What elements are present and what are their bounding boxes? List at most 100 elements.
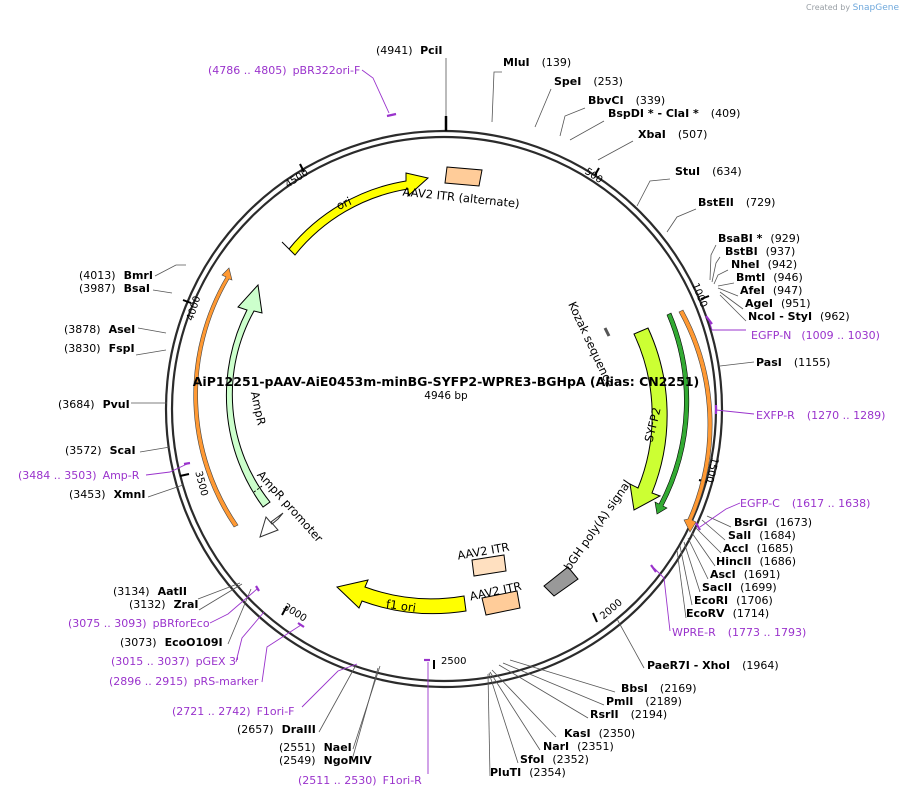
- enzyme-label-xmni[interactable]: (3453)XmnI: [69, 488, 145, 501]
- enzyme-label-nhei[interactable]: NheI(942): [731, 258, 797, 271]
- enzyme-label-pmli[interactable]: PmlI(2189): [606, 695, 682, 708]
- ampr-feature[interactable]: [225, 283, 271, 508]
- primer-label-pbr322ori-f[interactable]: (4786 .. 4805)pBR322ori-F: [208, 64, 360, 77]
- f1-ori-feature[interactable]: [335, 579, 467, 615]
- ampr-promoter-feature[interactable]: [259, 512, 284, 538]
- enzyme-label-fspi[interactable]: (3830)FspI: [64, 342, 135, 355]
- primer-mark-egfp-c: [695, 522, 701, 531]
- tick-mark-2500: 2500: [433, 656, 466, 669]
- syfp2-feature[interactable]: [629, 327, 668, 511]
- enzyme-label-stui[interactable]: StuI(634): [675, 165, 742, 178]
- enzyme-label-ecoo109i[interactable]: (3073)EcoO109I: [120, 636, 223, 649]
- primer-marks: [183, 112, 718, 662]
- primer-mark-pbr322ori-f: [386, 112, 397, 118]
- enzyme-label-hincii[interactable]: HincII(1686): [716, 555, 796, 568]
- primer-mark-amp-r: [183, 461, 191, 466]
- enzyme-label-asei[interactable]: (3878)AseI: [64, 323, 135, 336]
- primer-label-pbrforeco[interactable]: (3075 .. 3093)pBRforEco: [68, 617, 210, 630]
- egfp-primer-arrow: [654, 312, 690, 515]
- enzyme-label-ncoi-styi[interactable]: NcoI - StyI(962): [748, 310, 850, 323]
- f1-ori-label: f1 ori: [385, 597, 417, 615]
- credit-prefix: Created by: [806, 3, 851, 12]
- enzyme-labels: (4941) PciI MluI(139) SpeI(253) BbvCI(33…: [58, 44, 850, 779]
- enzyme-label-kasi[interactable]: KasI(2350): [564, 727, 635, 740]
- primer-label-f1ori-r[interactable]: (2511 .. 2530)F1ori-R: [298, 774, 422, 787]
- aav2-itr-alternate-feature[interactable]: [444, 166, 483, 187]
- tick-mark-3000: 3000: [281, 602, 308, 625]
- enzyme-label-naei[interactable]: (2551)NaeI: [279, 741, 352, 754]
- aav2-itr-feature-2[interactable]: [481, 590, 521, 616]
- enzyme-label-spei[interactable]: SpeI(253): [554, 75, 623, 88]
- tick-label-2000: 2000: [598, 597, 625, 622]
- enzyme-label-bsrgi[interactable]: BsrGI(1673): [734, 516, 812, 529]
- snapgene-credit: Created by SnapGene: [806, 3, 899, 13]
- plasmid-length: 4946 bp: [424, 390, 468, 402]
- enzyme-label-ecorv[interactable]: EcoRV(1714): [686, 607, 769, 620]
- enzyme-label-pluti[interactable]: PluTI(2354): [490, 766, 566, 779]
- enzyme-label-bbsi[interactable]: BbsI(2169): [621, 682, 696, 695]
- enzyme-label-bmti[interactable]: BmtI(946): [736, 271, 803, 284]
- enzyme-label-zrai[interactable]: (3132)ZraI: [129, 598, 199, 611]
- ori-label: ori: [334, 194, 353, 213]
- enzyme-label-bsabi[interactable]: BsaBI *(929): [718, 232, 800, 245]
- enzyme-leaders: [131, 58, 755, 777]
- enzyme-label-sacii[interactable]: SacII(1699): [702, 581, 777, 594]
- bgh-polya-label: bGH poly(A) signal: [561, 477, 634, 573]
- primer-label-pgex[interactable]: (3015 .. 3037)pGEX 3': [111, 655, 239, 668]
- aav2-itr-feature-1[interactable]: [471, 554, 507, 577]
- enzyme-label-ecori[interactable]: EcoRI(1706): [694, 594, 773, 607]
- primer-label-f1ori-f[interactable]: (2721 .. 2742)F1ori-F: [172, 705, 295, 718]
- enzyme-label-mlui[interactable]: MluI(139): [503, 56, 571, 69]
- primer-label-exfp-r[interactable]: EXFP-R(1270 .. 1289): [756, 409, 885, 422]
- primer-labels: (4786 .. 4805)pBR322ori-F EGFP-N(1009 ..…: [18, 64, 885, 787]
- snapgene-logo: SnapGene: [852, 3, 899, 13]
- primer-mark-pbrforeco: [255, 585, 260, 592]
- primer-label-prs-marker[interactable]: (2896 .. 2915)pRS-marker: [109, 675, 259, 688]
- backbone-outer-circle: [164, 129, 724, 689]
- enzyme-label-pvui[interactable]: (3684)PvuI: [58, 398, 130, 411]
- primer-label-egfp-n[interactable]: EGFP-N(1009 .. 1030): [751, 329, 880, 342]
- primer-label-wpre-r[interactable]: WPRE-R(1773 .. 1793): [672, 626, 806, 639]
- enzyme-label-afei[interactable]: AfeI(947): [740, 284, 802, 297]
- bgh-polya-feature[interactable]: [543, 566, 579, 597]
- enzyme-label-bbvci[interactable]: BbvCI(339): [588, 94, 665, 107]
- tick-label-3000: 3000: [281, 602, 308, 625]
- ampr-label: AmpR: [248, 390, 269, 427]
- primer-mark-wpre-r: [650, 564, 657, 573]
- ori-feature[interactable]: [281, 172, 430, 256]
- plasmid-title: AiP12251-pAAV-AiE0453m-minBG-SYFP2-WPRE3…: [193, 374, 700, 389]
- primer-label-amp-r[interactable]: (3484 .. 3503)Amp-R: [18, 469, 140, 482]
- enzyme-label-ngomiv[interactable]: (2549)NgoMIV: [279, 754, 372, 767]
- enzyme-label-bsteii[interactable]: BstEII(729): [698, 196, 775, 209]
- enzyme-label-bsai[interactable]: (3987)BsaI: [79, 282, 150, 295]
- enzyme-label-rsrii[interactable]: RsrII(2194): [590, 708, 667, 721]
- enzyme-label-aatii[interactable]: (3134)AatII: [113, 585, 187, 598]
- enzyme-label-bspdi-clai[interactable]: BspDI * - ClaI *(409): [608, 107, 740, 120]
- enzyme-label-paer7i-xhoi[interactable]: PaeR7I - XhoI(1964): [647, 659, 779, 672]
- enzyme-label-bstbi[interactable]: BstBI(937): [725, 245, 795, 258]
- kozak-feature: [603, 327, 611, 337]
- primer-label-egfp-c[interactable]: EGFP-C(1617 .. 1638): [740, 497, 870, 510]
- enzyme-label-agei[interactable]: AgeI(951): [745, 297, 811, 310]
- tick-mark-4000: 4000: [182, 295, 203, 322]
- enzyme-label-nari[interactable]: NarI(2351): [543, 740, 614, 753]
- primer-leaders: [145, 69, 755, 774]
- enzyme-label-scai[interactable]: (3572)ScaI: [65, 444, 136, 457]
- enzyme-label-sfoi[interactable]: SfoI(2352): [520, 753, 589, 766]
- enzyme-label-draiii[interactable]: (2657)DraIII: [237, 723, 316, 736]
- aav2-itr-alternate-label: AAV2 ITR (alternate): [402, 185, 520, 211]
- tick-label-2500: 2500: [441, 656, 466, 667]
- ampr-dash-mark: [253, 485, 263, 493]
- enzyme-label-acci[interactable]: AccI(1685): [723, 542, 793, 555]
- enzyme-label-asci[interactable]: AscI(1691): [710, 568, 780, 581]
- enzyme-label-xbai[interactable]: XbaI(507): [638, 128, 707, 141]
- tick-mark-2000: 2000: [592, 597, 625, 623]
- orange-orf-arrow-right: [678, 309, 713, 533]
- orange-orf-arrow-left: [193, 267, 239, 528]
- tick-label-4500: 4500: [283, 167, 310, 190]
- enzyme-label-pcii[interactable]: (4941) PciI: [376, 44, 443, 57]
- enzyme-label-sali[interactable]: SalI(1684): [728, 529, 796, 542]
- enzyme-label-pasi[interactable]: PasI(1155): [756, 356, 830, 369]
- enzyme-label-bmri[interactable]: (4013)BmrI: [79, 269, 153, 282]
